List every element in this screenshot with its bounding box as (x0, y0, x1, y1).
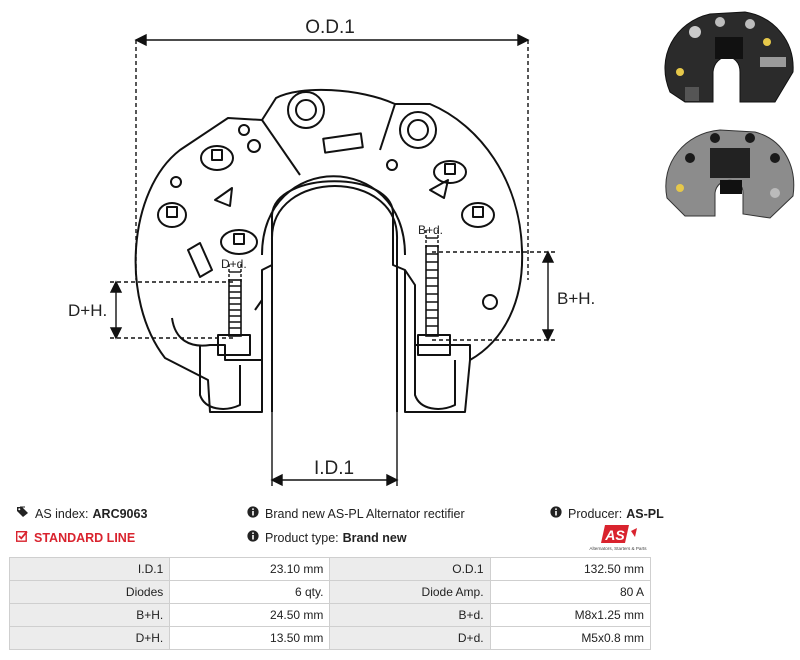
inner-hole (270, 185, 399, 412)
info-circle-icon (247, 506, 259, 521)
standard-line-text: STANDARD LINE (34, 530, 136, 545)
as-pl-logo: AS Alternators, Starters & Parts (589, 525, 647, 551)
spec-key: D+H. (8, 626, 171, 650)
product-type: Product type: Brand new (247, 530, 407, 545)
producer-label: Producer: (568, 506, 623, 521)
standard-line: STANDARD LINE (15, 530, 136, 545)
technical-drawing: O.D.1 I.D.1 D+H. B+H. D+d. B+d. (68, 17, 595, 487)
product-info: AS index: ARC9063 STANDARD LINE Brand ne… (0, 500, 800, 560)
product-photo-bottom[interactable] (655, 118, 800, 226)
spec-key: D+d. (329, 626, 491, 650)
spec-key: Diodes (8, 580, 171, 604)
product-type-label: Product type: (265, 530, 339, 545)
spec-value: 23.10 mm (169, 557, 331, 581)
spec-key: B+d. (329, 603, 491, 627)
as-index-value: ARC9063 (92, 506, 148, 521)
spec-value: 80 A (489, 580, 652, 604)
description-text: Brand new AS-PL Alternator rectifier (265, 506, 465, 521)
check-square-icon (15, 530, 28, 545)
product-type-value: Brand new (342, 530, 407, 545)
logo-tagline: Alternators, Starters & Parts (589, 546, 647, 551)
spec-value: 132.50 mm (489, 557, 652, 581)
bd-label: B+d. (418, 223, 443, 237)
dh-label: D+H. (68, 301, 107, 320)
spec-value: 6 qty. (169, 580, 331, 604)
dd-label: D+d. (221, 257, 247, 271)
tag-icon (16, 506, 29, 521)
as-index: AS index: ARC9063 (16, 506, 147, 521)
rectifier-outline (134, 88, 524, 413)
as-index-label: AS index: (35, 506, 89, 521)
spec-value: 13.50 mm (169, 626, 331, 650)
info-circle-icon (550, 506, 562, 521)
spec-value: M5x0.8 mm (489, 626, 652, 650)
logo-text: AS (604, 527, 625, 543)
spec-key: B+H. (8, 603, 171, 627)
id-label: I.D.1 (314, 458, 354, 479)
spec-key: Diode Amp. (329, 580, 491, 604)
spec-value: M8x1.25 mm (489, 603, 652, 627)
product-photo-top[interactable] (655, 2, 800, 112)
producer: Producer: AS-PL (550, 506, 664, 521)
bh-label: B+H. (557, 289, 595, 308)
description: Brand new AS-PL Alternator rectifier (247, 506, 465, 521)
producer-value: AS-PL (626, 506, 664, 521)
info-circle-icon (247, 530, 259, 545)
spec-key: I.D.1 (8, 557, 171, 581)
spec-value: 24.50 mm (169, 603, 331, 627)
od-label: O.D.1 (305, 17, 355, 38)
spec-key: O.D.1 (329, 557, 491, 581)
